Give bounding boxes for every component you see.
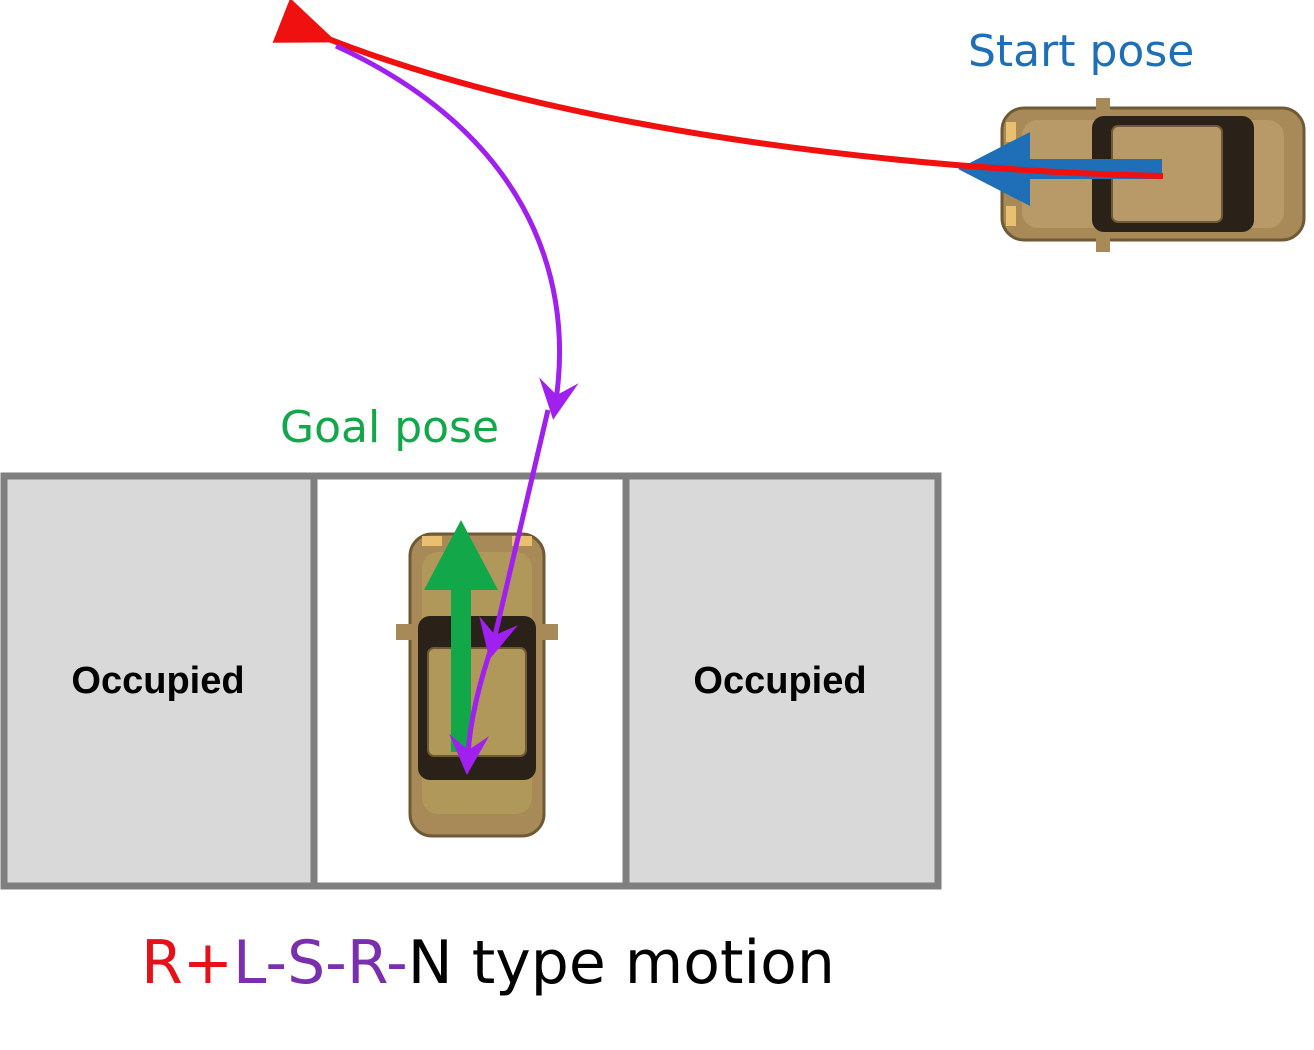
caption-part-s-minus: S- (287, 928, 347, 998)
start-pose-label: Start pose (968, 26, 1195, 77)
reverse-path-s-minus (479, 409, 551, 660)
caption-part-r-minus: R- (346, 928, 408, 998)
slot-left-occupied (0, 472, 318, 890)
slot-left-label: Occupied (71, 660, 245, 702)
slot-right-occupied (622, 472, 942, 890)
reverse-path-r-minus (449, 639, 497, 775)
reverse-path-l-minus (334, 43, 579, 420)
caption-part-l-minus: L- (233, 928, 288, 998)
caption-part-n-type-motion: N type motion (407, 928, 835, 998)
motion-type-caption: R+L-S-R-N type motion (0, 928, 976, 998)
goal-pose-label: Goal pose (280, 402, 500, 453)
forward-path-r-plus (272, 0, 1164, 179)
caption-part-r-plus: R+ (141, 928, 234, 998)
slot-right-label: Occupied (693, 660, 867, 702)
goal-direction-arrow-icon (424, 520, 498, 752)
